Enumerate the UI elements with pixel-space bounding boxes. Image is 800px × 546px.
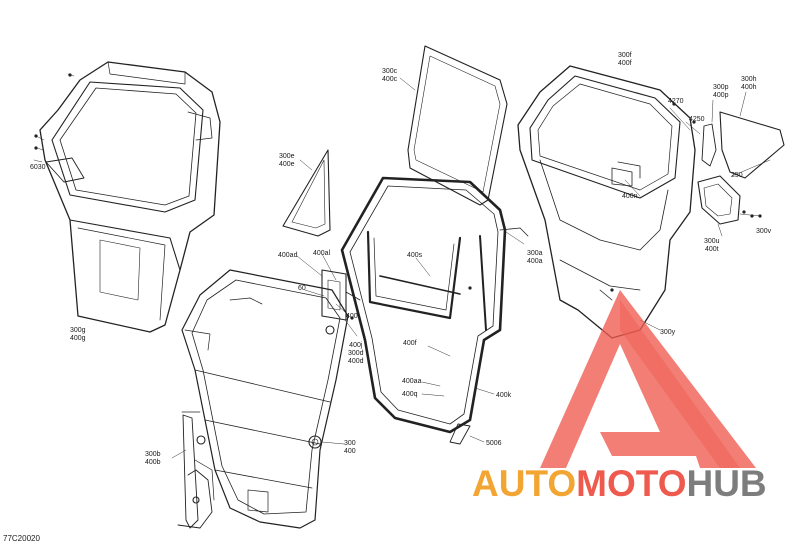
callout-400s: 400s — [407, 252, 423, 259]
triangle-mark — [540, 290, 756, 468]
callout-300y: 300y — [660, 329, 676, 336]
callout-400aa: 400aa — [402, 378, 422, 385]
interior-handle-cover — [701, 111, 785, 179]
callout-400t: 400t — [346, 313, 360, 320]
callout-400k: 400k — [496, 392, 512, 399]
document-code: 77C20020 — [3, 534, 40, 543]
door-frame-structure — [181, 269, 349, 529]
logo-word-auto: AUTO — [472, 463, 577, 504]
callout-60: 60 — [298, 285, 306, 292]
callout-400n: 400n — [622, 193, 638, 200]
callout-250: 250 — [731, 172, 743, 179]
window-glass — [407, 45, 508, 206]
logo-word-moto: MOTO — [576, 463, 687, 504]
storage-pocket — [697, 175, 741, 225]
logo-word-hub: HUB — [686, 463, 767, 504]
automotohub-logo-wordmark: AUTOMOTOHUB — [472, 464, 767, 504]
door-seal-frame — [340, 176, 529, 434]
callout-400al: 400al — [313, 250, 331, 257]
callout-300v: 300v — [756, 228, 772, 235]
door-outer-panel-left — [39, 61, 221, 333]
callout-6030: 6030 — [30, 164, 46, 171]
callout-4250: 4250 — [689, 116, 705, 123]
window-regulator — [177, 411, 215, 529]
callout-400ad: 400ad — [278, 252, 298, 259]
fasteners — [34, 73, 762, 320]
automotohub-logo-triangle — [540, 290, 756, 468]
callout-400q: 400q — [402, 391, 418, 398]
callout-400f: 400f — [403, 340, 417, 347]
leader-lines — [33, 73, 771, 459]
quarter-glass — [282, 149, 331, 237]
callout-5006: 5006 — [486, 440, 502, 447]
callout-4270: 4270 — [668, 98, 684, 105]
seal-clip — [449, 423, 471, 445]
